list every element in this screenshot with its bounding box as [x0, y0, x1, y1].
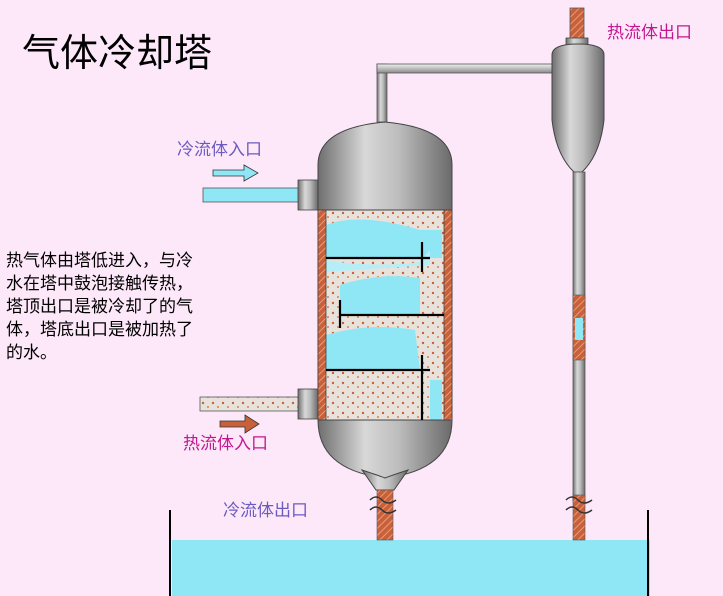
cold-inlet-arrow [212, 164, 259, 182]
cold-inlet-label: 冷流体入口 [177, 140, 262, 160]
description-line: 热气体由塔低进入，与冷 [6, 251, 193, 271]
water-basin [169, 510, 650, 596]
description-line: 塔顶出口是被冷却了的气 [6, 297, 193, 317]
hot-inlet-arrow [219, 414, 260, 434]
tray-plates [326, 242, 444, 420]
description-line: 体，塔底出口是被加热了 [6, 320, 193, 340]
water-layer-top [326, 219, 442, 258]
gas-transfer-pipe [376, 63, 556, 123]
hot-outlet-stack [569, 7, 585, 43]
description-line: 水在塔中鼓泡接触传热， [6, 274, 193, 294]
tower-wall-right [443, 209, 453, 421]
page-title: 气体冷却塔 [22, 31, 213, 75]
tower-wall-left [317, 209, 327, 421]
description-line: 的水。 [6, 343, 57, 363]
cyclone-separator [551, 7, 605, 541]
cooling-tower [317, 121, 453, 541]
water-layer-bottom [326, 326, 420, 370]
hot-inlet-pipe [199, 388, 319, 420]
water-layer-middle [340, 276, 420, 315]
cold-outlet-label: 冷流体出口 [223, 501, 308, 521]
description-text: 热气体由塔低进入，与冷 水在塔中鼓泡接触传热， 塔顶出口是被冷却了的气 体，塔底… [6, 250, 193, 365]
hot-inlet-label: 热流体入口 [183, 434, 268, 454]
cold-inlet-pipe [202, 179, 319, 211]
hot-outlet-label: 热流体出口 [607, 23, 692, 43]
